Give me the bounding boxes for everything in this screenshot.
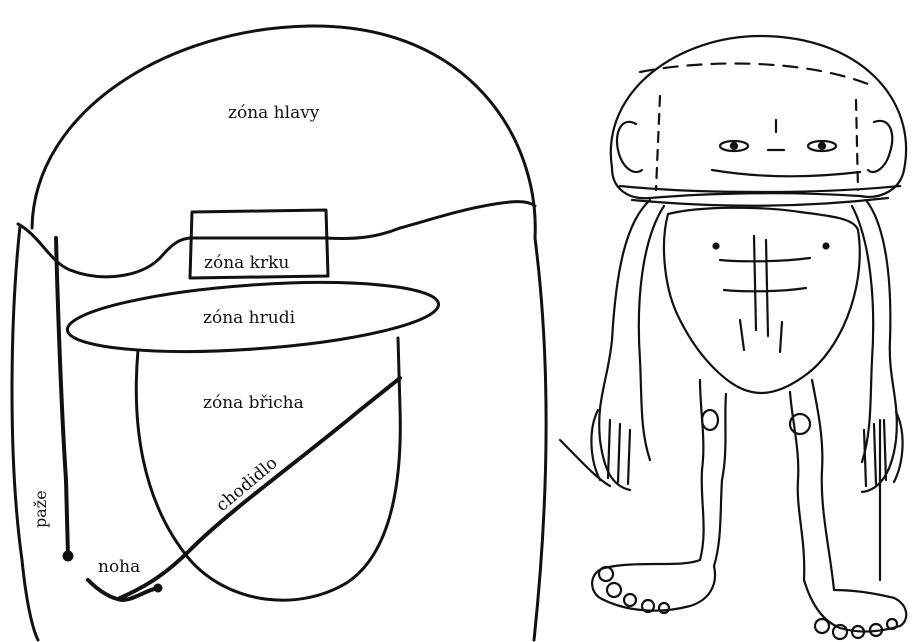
figure-scalp-side-left — [656, 96, 660, 190]
arm-line — [56, 238, 68, 556]
figure-belly-lines — [720, 236, 810, 352]
neck-zone-label: zóna krku — [204, 253, 289, 273]
figure-torso — [664, 208, 860, 393]
chest-zone-label: zóna hrudi — [203, 308, 296, 328]
figure-left-hand — [560, 410, 630, 486]
arm-endpoint — [64, 552, 72, 560]
head-zone-outline — [32, 26, 535, 238]
figure-left-leg — [700, 380, 726, 566]
figure-right-ear — [868, 121, 892, 172]
leg-label: noha — [98, 557, 140, 577]
figure-right-leg — [790, 380, 834, 590]
leg-endpoint — [155, 585, 161, 591]
belly-zone-label: zóna břicha — [203, 393, 304, 413]
body-left-contour — [12, 226, 38, 640]
arm-label: paže — [31, 490, 50, 528]
figure-right-foot — [804, 580, 906, 632]
figure-mouth — [712, 170, 860, 176]
figure-scalp-dashes — [640, 63, 868, 84]
figure-head — [611, 36, 906, 198]
head-zone-label: zóna hlavy — [228, 103, 320, 123]
figure-left-ear — [617, 122, 642, 172]
figure-scalp-side-right — [856, 100, 858, 190]
homunculus-figure — [560, 36, 906, 639]
figure-nose — [768, 120, 784, 150]
sole-label: chodidlo — [212, 453, 281, 516]
body-right-contour — [534, 238, 546, 640]
